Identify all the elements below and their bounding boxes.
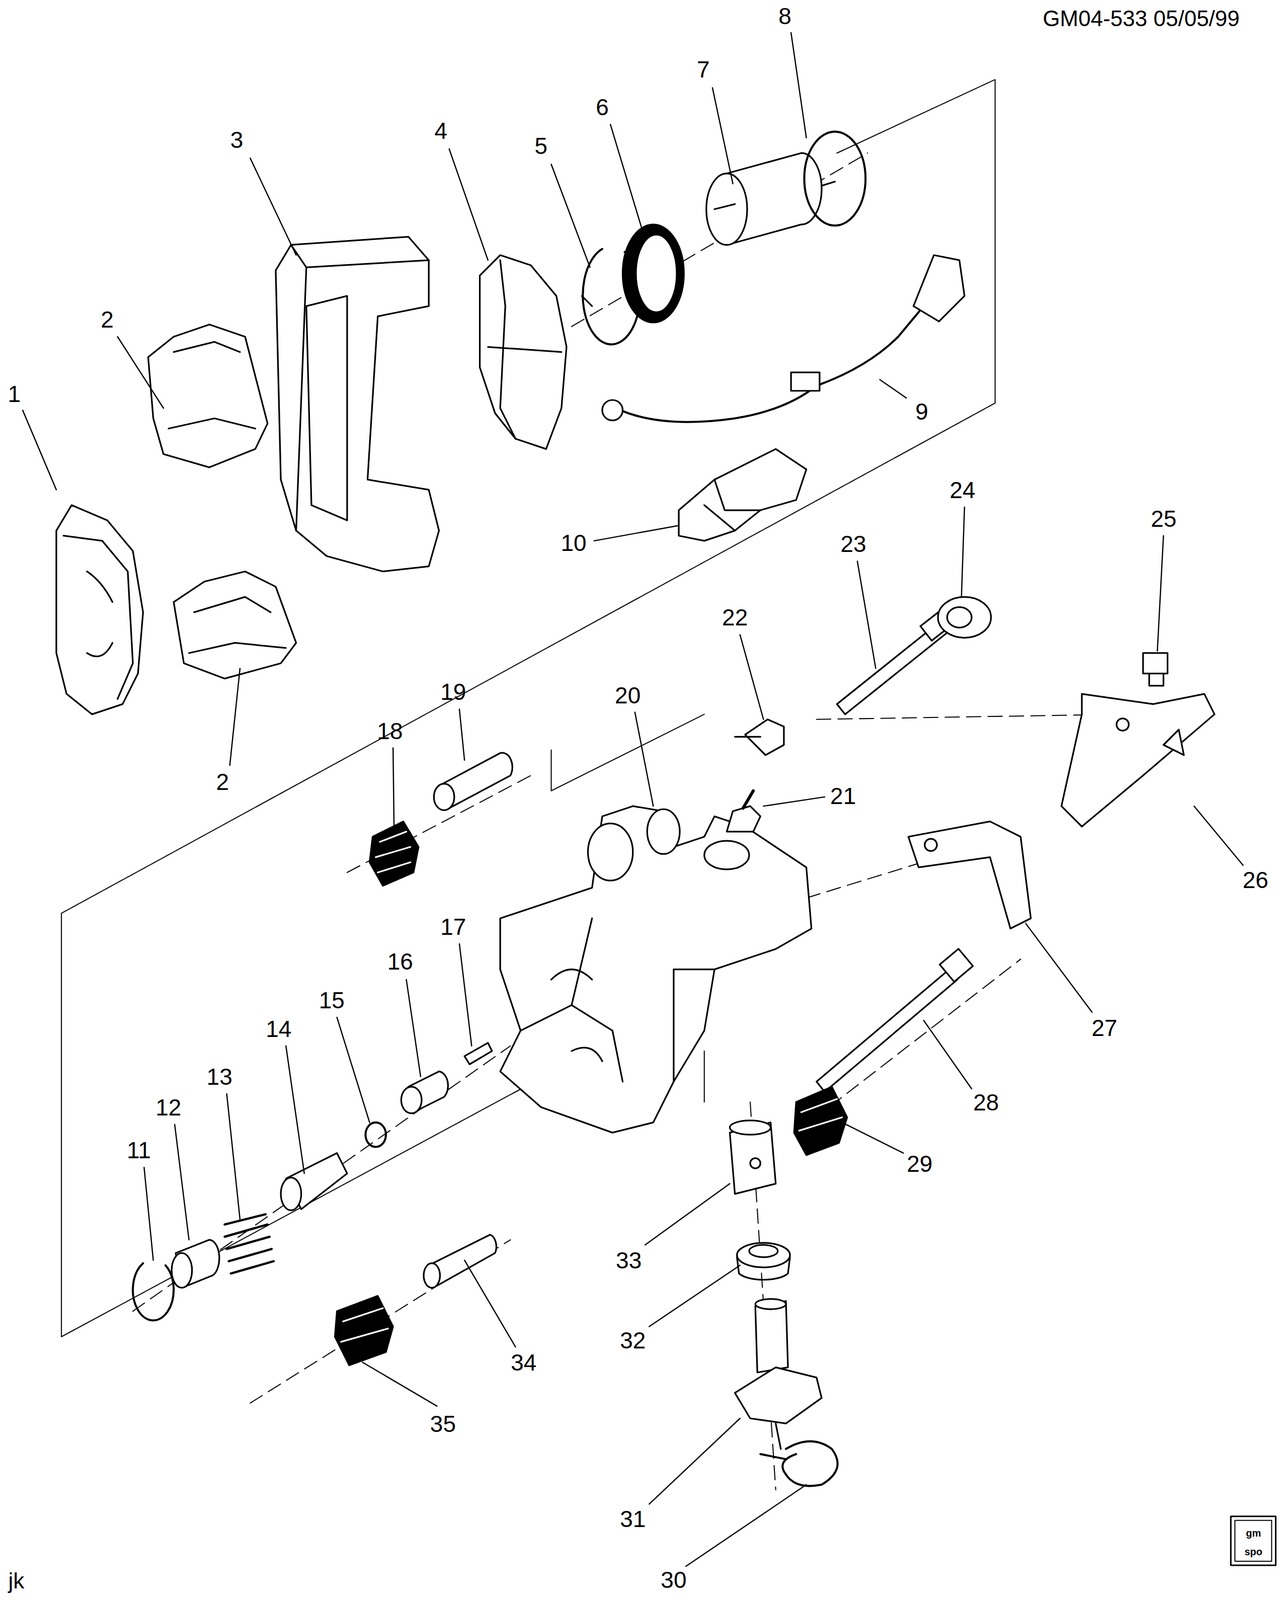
callout-number: 18 (376, 719, 403, 743)
callout-number: 4 (434, 119, 448, 143)
leader-line (22, 32, 1244, 1567)
guide-bolt (793, 948, 973, 1156)
callout-number: 2 (215, 770, 229, 794)
callout-number: 32 (619, 1328, 646, 1352)
callout-number: 12 (155, 1095, 182, 1119)
callout-number: 10 (561, 531, 587, 555)
callout-number: 16 (387, 949, 414, 974)
retainer-clip (678, 448, 807, 541)
callout-number: 3 (230, 128, 244, 152)
wear-sensor (602, 255, 965, 423)
logo-box (1230, 1516, 1276, 1566)
callout-number: 7 (696, 57, 710, 82)
callout-number: 34 (510, 1350, 537, 1375)
callout-number: 28 (973, 1090, 999, 1114)
callout-number: 13 (206, 1065, 233, 1089)
artist-initials: jk (8, 1569, 25, 1592)
brake-pad (56, 505, 143, 715)
callout-number: 22 (722, 605, 748, 629)
callout-number: 29 (906, 1152, 933, 1176)
frame-line (61, 79, 996, 1337)
callout-number: 8 (778, 4, 792, 28)
lever-parts (335, 1120, 838, 1487)
callout-number: 5 (534, 134, 548, 158)
hardware (726, 596, 991, 832)
callout-number: 31 (619, 1507, 646, 1531)
boot-sleeve (369, 752, 513, 886)
callout-number: 11 (126, 1138, 151, 1162)
callout-number: 15 (318, 988, 345, 1012)
caliper-bracket (275, 236, 439, 572)
logo-text: gm (1245, 1528, 1261, 1539)
axis-line (132, 152, 1123, 1490)
callout-number: 6 (595, 95, 609, 119)
caliper-housing (500, 806, 812, 1133)
brake-pad (480, 255, 567, 449)
callout-number: 33 (615, 1248, 642, 1272)
callout-number: 27 (1091, 1016, 1117, 1040)
piston-parts (581, 131, 866, 345)
drawing-number: GM04-533 05/05/99 (1042, 7, 1240, 30)
callout-number: 30 (660, 1568, 687, 1592)
callout-number: 9 (915, 400, 929, 424)
callout-number: 21 (830, 784, 856, 808)
callout-number: 14 (265, 1017, 292, 1041)
logo-text: spo (1244, 1546, 1263, 1557)
callout-number: 26 (1242, 868, 1269, 892)
callout-number: 23 (840, 532, 866, 556)
callout-number: 19 (440, 680, 466, 704)
pad-clip (147, 324, 296, 679)
adjuster-parts (132, 1043, 493, 1321)
mount-bracket (908, 653, 1215, 929)
callout-number: 25 (1150, 507, 1177, 531)
callout-number: 17 (440, 915, 466, 939)
callout-number: 24 (949, 478, 976, 502)
callout-number: 20 (614, 683, 641, 707)
callout-number: 2 (100, 307, 114, 332)
callout-number: 35 (430, 1412, 456, 1436)
callout-number: 1 (8, 382, 22, 406)
